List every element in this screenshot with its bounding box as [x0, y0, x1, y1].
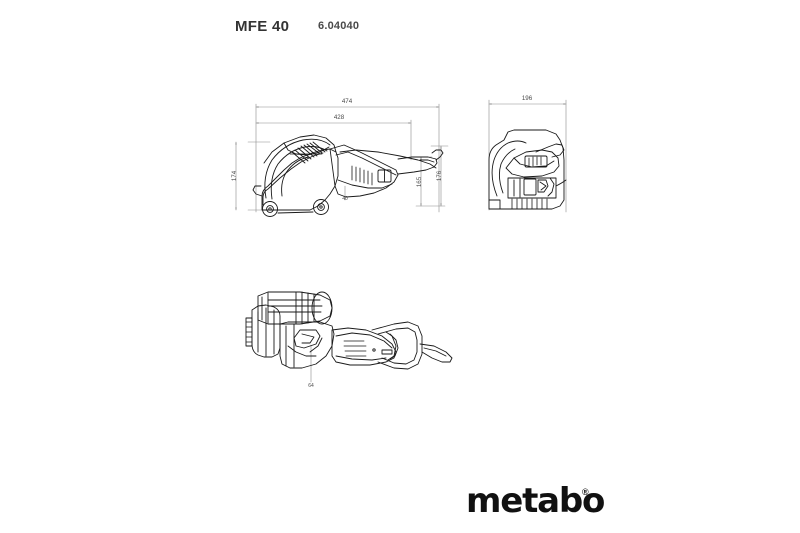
registered-trademark-icon: ®: [582, 487, 589, 497]
metabo-logo: metabo ®: [466, 481, 605, 521]
side-elevation-view: 474 428 174 165 176 40: [231, 98, 449, 217]
page-title: MFE 40: [235, 18, 290, 35]
dimension-text-64: 64: [308, 383, 314, 389]
drawing-header: MFE 40 6.04040: [0, 0, 800, 55]
side-view-dimensions: [235, 103, 449, 213]
brand-wordmark: metabo: [466, 481, 605, 521]
dimension-text-174: 174: [231, 170, 238, 181]
dimension-text-176: 176: [436, 170, 443, 181]
dimension-text-428: 428: [334, 114, 345, 121]
dimension-text-474: 474: [342, 98, 353, 105]
top-plan-view: 64: [245, 291, 453, 389]
dimension-text-196: 196: [522, 95, 533, 102]
dimension-text-40: 40: [342, 196, 348, 202]
part-number-label: 6.04040: [318, 20, 360, 32]
rear-elevation-view: 196: [488, 95, 567, 213]
dimension-text-165: 165: [416, 176, 423, 187]
